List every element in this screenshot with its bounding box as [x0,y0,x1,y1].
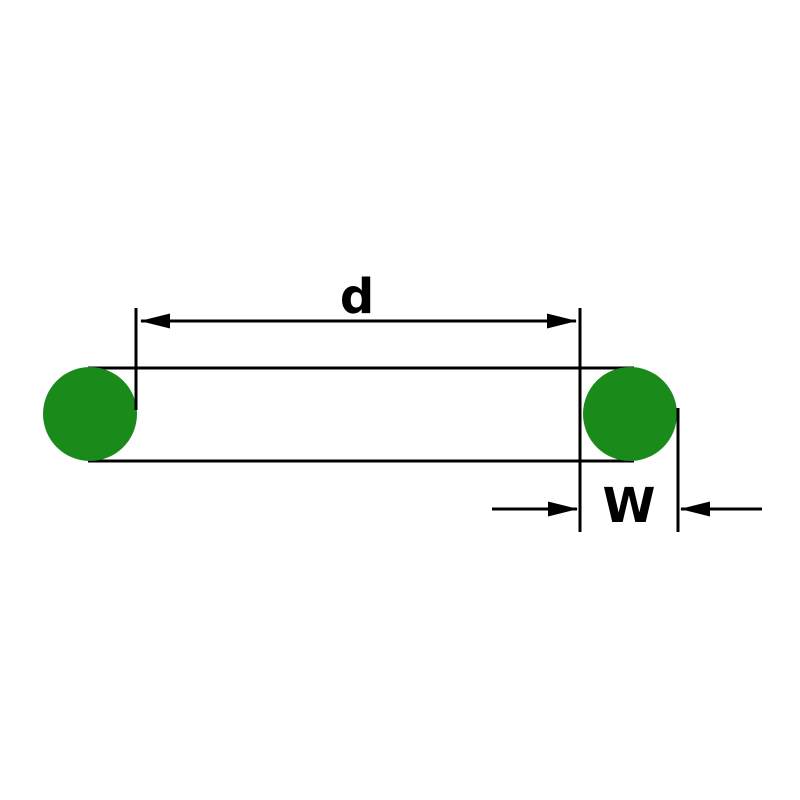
oring-cross-section-left [43,367,137,461]
oring-cross-section-right [583,367,677,461]
label-cross-section-width: W [603,478,656,534]
label-inner-diameter: d [340,269,374,325]
